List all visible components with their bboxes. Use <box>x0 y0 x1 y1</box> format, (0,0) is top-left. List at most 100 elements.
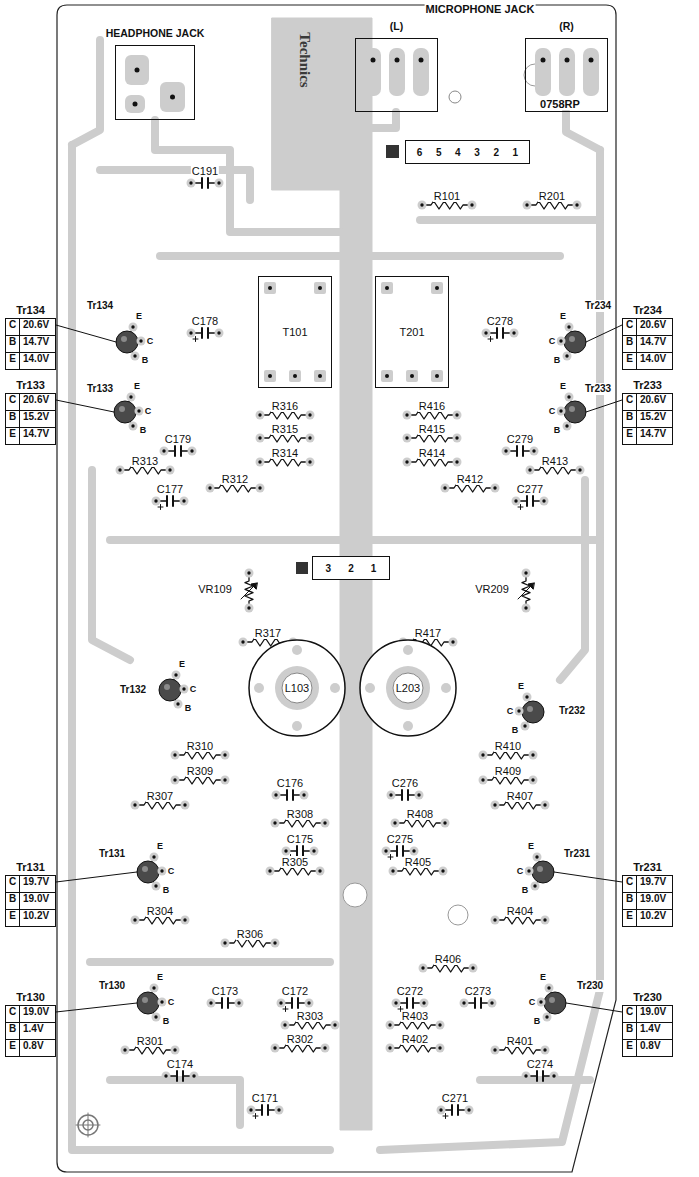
pad-hole <box>323 1046 326 1049</box>
voltage-table: C20.6VB14.7VE14.0V <box>622 318 673 370</box>
trimmer-arrow <box>528 583 534 589</box>
pin-letter: B <box>139 424 148 436</box>
solder-pad <box>152 882 161 891</box>
pad-hole <box>578 468 581 471</box>
solder-pad <box>171 776 180 785</box>
solder-pad <box>171 1046 180 1055</box>
resistor-symbol <box>225 939 275 947</box>
pin-letter: C <box>189 683 198 695</box>
solder-pad <box>403 411 412 420</box>
voltage-row: C20.6V <box>6 394 55 410</box>
pad-hole <box>208 486 211 489</box>
pad-hole <box>173 1048 176 1051</box>
voltage-value: 20.6V <box>637 394 672 410</box>
pin-number: 2 <box>491 147 501 158</box>
transformer-label: T101 <box>280 326 309 338</box>
voltage-row: E0.8V <box>623 1039 672 1056</box>
copper-trace <box>72 40 100 145</box>
solder-pad <box>171 751 180 760</box>
pin-name: B <box>623 1023 637 1039</box>
pad-hole <box>462 1001 465 1004</box>
solder-pad <box>441 484 450 493</box>
solder-pad <box>403 434 412 443</box>
pad-hole <box>318 869 321 872</box>
solder-pad <box>129 422 138 431</box>
voltage-row: C20.6V <box>623 319 672 335</box>
pad-hole <box>422 1001 425 1004</box>
solder-pad <box>235 999 244 1008</box>
solder-pad <box>525 867 534 876</box>
pin-name: C <box>6 319 20 335</box>
solder-pad <box>221 776 230 785</box>
pad-hole <box>137 409 140 412</box>
pin-name: C <box>623 319 637 335</box>
pad-hole <box>371 58 376 63</box>
solder-pad <box>550 1072 559 1081</box>
resistor-symbol <box>390 1044 440 1052</box>
polarity-mark <box>520 505 521 510</box>
solder-pad <box>533 853 542 862</box>
pin-letter: B <box>184 702 193 714</box>
pad-hole <box>504 449 507 452</box>
resistor-symbol <box>393 867 443 875</box>
polarity-mark <box>390 855 391 860</box>
resistor-symbol <box>483 751 533 759</box>
pad-hole <box>539 1000 542 1003</box>
capacitor-label: C273 <box>464 985 492 997</box>
pin-letter: B <box>521 884 530 896</box>
voltage-table: C19.0VB1.4VE0.8V <box>5 1005 56 1057</box>
pad-hole <box>318 286 322 290</box>
solder-pad <box>306 411 315 420</box>
target-mark <box>88 1113 89 1137</box>
pin-letter: E <box>559 380 567 392</box>
solder-pad <box>180 685 189 694</box>
board-text: MICROPHONE JACK <box>425 3 536 15</box>
voltage-row: B19.0V <box>6 892 55 909</box>
solder-pad <box>522 604 531 613</box>
solder-pad <box>245 569 254 578</box>
voltage-value: 19.7V <box>637 876 672 892</box>
solder-pad <box>522 569 531 578</box>
solder-pad <box>158 998 167 1007</box>
voltage-table: C20.6VB15.2VE14.7V <box>5 393 56 445</box>
capacitor-symbol <box>402 846 404 856</box>
solder-pad <box>152 497 161 506</box>
leader-line <box>56 400 114 412</box>
capacitor-label: C174 <box>166 1058 194 1070</box>
solder-pad <box>271 819 280 828</box>
resistor-label: R414 <box>418 447 446 459</box>
voltage-row: B1.4V <box>6 1022 55 1039</box>
voltage-table: C19.0VB1.4VE0.8V <box>622 1005 673 1057</box>
pin-name: B <box>623 411 637 427</box>
solder-pad <box>172 671 181 680</box>
voltage-row: B15.2V <box>623 410 672 427</box>
transistor-symbol <box>116 331 138 353</box>
resistor-symbol <box>125 1046 175 1054</box>
solder-pad <box>573 201 582 210</box>
transistor-label: Tr132 <box>119 684 147 696</box>
resistor-label: R305 <box>281 856 309 868</box>
capacitor-symbol <box>201 328 203 338</box>
table-heading: Tr231 <box>622 860 673 874</box>
resistor-symbol <box>390 1021 440 1029</box>
voltage-value: 14.7V <box>637 428 672 444</box>
solder-pad <box>557 407 566 416</box>
solder-pad <box>419 964 428 973</box>
voltage-row: C19.7V <box>623 876 672 892</box>
solder-pad <box>382 847 391 856</box>
capacitor-symbol <box>396 846 398 856</box>
pin-name: B <box>623 893 637 909</box>
pad-hole <box>405 413 408 416</box>
solder-pad <box>221 939 230 948</box>
voltage-value: 19.7V <box>20 876 55 892</box>
jack-outline: (R) <box>525 38 608 112</box>
solder-pad <box>127 393 136 402</box>
pad-hole <box>523 724 526 727</box>
solder-pad <box>576 466 585 475</box>
jack-heading: (L) <box>390 20 403 33</box>
solder-pad <box>215 329 224 338</box>
solder-pad <box>449 638 458 647</box>
pad-hole <box>575 203 578 206</box>
leader-line <box>586 325 622 342</box>
pad-hole <box>312 849 315 852</box>
